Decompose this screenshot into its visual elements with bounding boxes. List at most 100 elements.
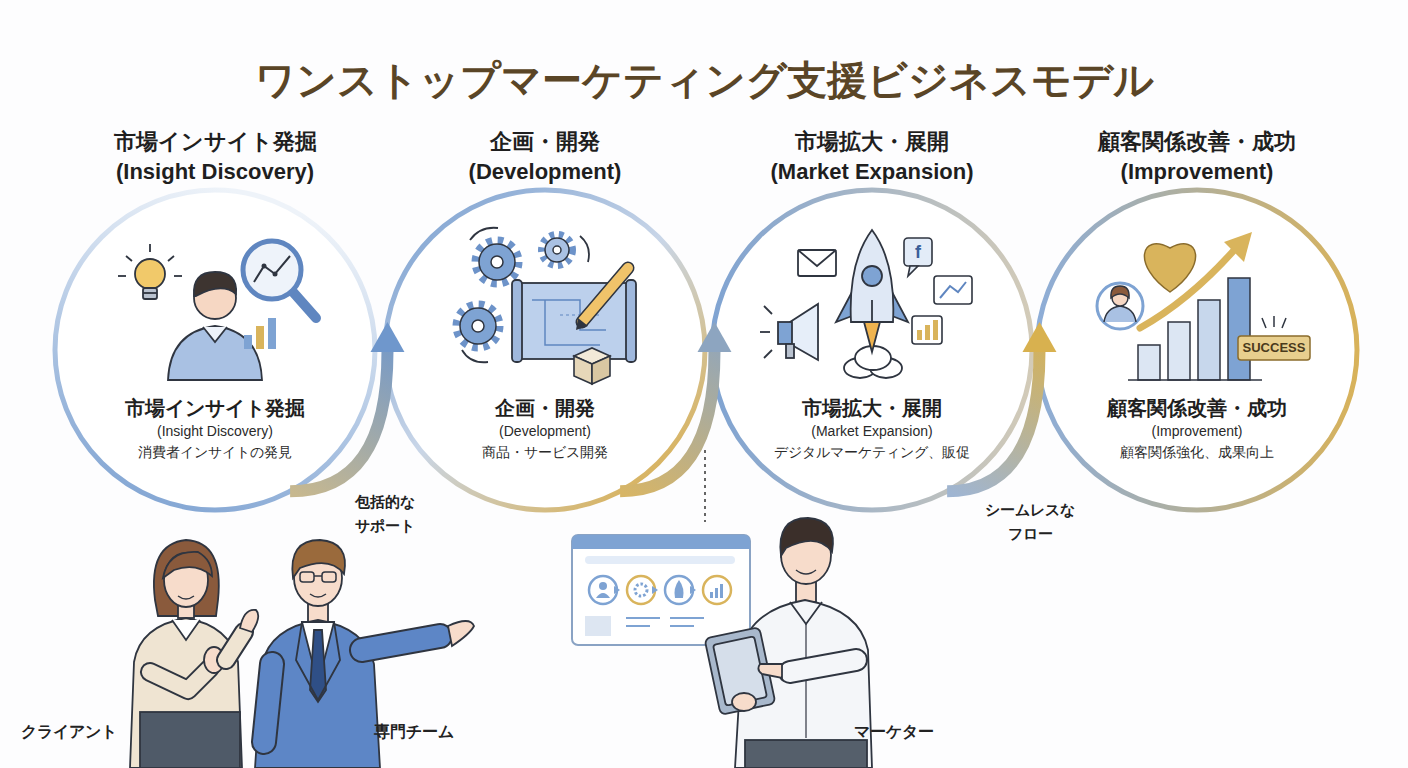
- client-figure-part: [154, 540, 219, 616]
- rocket-icon: [836, 230, 908, 378]
- expert-figure-part: [448, 621, 474, 646]
- chart-icon-part: [912, 316, 942, 344]
- blueprint-icon-part: [512, 280, 522, 362]
- success-tag-part: [1238, 336, 1310, 360]
- megaphone-icon-part: [764, 306, 772, 314]
- growth-arrow-part: [1140, 248, 1236, 328]
- social-icon: [904, 238, 932, 276]
- screen-board-part: [596, 593, 610, 598]
- pencil-icon-part: [582, 268, 628, 322]
- blueprint-icon-part: [626, 280, 636, 362]
- megaphone-icon-part: [786, 344, 794, 358]
- client-figure: [130, 540, 258, 768]
- marketer-figure-part: [790, 660, 856, 672]
- person-icon-part: [203, 327, 227, 342]
- magnifier-icon-part: [293, 292, 316, 318]
- magnifier-icon: [243, 241, 316, 349]
- expert-figure-part: [300, 572, 314, 582]
- lightbulb-icon-part: [168, 256, 174, 261]
- arrow-head: [697, 322, 731, 352]
- lightbulb-icon-part: [143, 288, 157, 299]
- growth-bars-part: [1138, 345, 1160, 380]
- screen-board-part: [626, 625, 650, 627]
- screen-board-part: [670, 617, 704, 619]
- lightbulb-icon-part: [149, 244, 151, 252]
- screen-board-part: [589, 576, 617, 604]
- marketer-figure-part: [790, 602, 822, 624]
- client-figure-part: [172, 620, 200, 640]
- gear-icons-part: [462, 350, 488, 362]
- client-figure-part: [130, 618, 242, 768]
- rocket-icon-part: [851, 230, 894, 322]
- success-tag: [1238, 316, 1310, 360]
- blueprint-icon: [512, 280, 636, 362]
- flow-arrow: [620, 322, 731, 491]
- gear-icons-part: [553, 246, 561, 254]
- magnifier-icon-part: [256, 326, 264, 349]
- chart-icon-part: [940, 282, 966, 298]
- expert-figure-part: [318, 622, 340, 700]
- box-icon-part: [574, 356, 592, 384]
- annotation: シームレスな フロー: [975, 498, 1085, 546]
- role-caption: 専門チーム: [362, 721, 466, 743]
- marketer-figure-part: [732, 693, 756, 711]
- client-figure-part: [150, 668, 210, 690]
- magnifier-icon-part: [268, 318, 276, 349]
- chart-icon: [912, 276, 972, 344]
- growth-bars-part: [1128, 379, 1262, 381]
- person-icon-part: [194, 272, 236, 296]
- stage-subtitle: (Market Expansion): [709, 422, 1035, 440]
- megaphone-icon-part: [760, 331, 770, 333]
- stage-description: 商品・サービス開発: [382, 443, 708, 461]
- screen-board-part: [665, 576, 693, 604]
- avatar-icon: [1097, 283, 1143, 329]
- arrow-shaft: [620, 352, 714, 491]
- diagram-title: ワンストップマーケティング支援ビジネスモデル: [0, 55, 1408, 105]
- magnifier-icon-part: [254, 256, 290, 282]
- expert-figure-part: [264, 664, 272, 742]
- stage-subtitle: (Development): [382, 422, 708, 440]
- screen-board-part: [670, 625, 694, 627]
- gear-icons-part: [491, 256, 503, 268]
- pencil-icon: [576, 268, 628, 330]
- avatar-icon-part: [1104, 306, 1136, 322]
- heart-icon-part: [1144, 244, 1195, 292]
- gear-icons-part: [479, 244, 515, 280]
- circle-ring: [1037, 190, 1357, 510]
- marketer-figure-part: [780, 518, 833, 556]
- screen-board-part: [652, 586, 658, 594]
- chart-icon-part: [917, 330, 922, 340]
- screen-board-part: [585, 556, 735, 564]
- envelope-icon: [798, 250, 836, 276]
- rocket-icon-part: [836, 292, 852, 322]
- annotation: 包括的な サポート: [345, 490, 425, 538]
- screen-board-part: [715, 588, 718, 598]
- arrow-shaft: [290, 352, 387, 491]
- expert-figure-part: [362, 636, 440, 650]
- magnifier-icon-part: [243, 241, 301, 299]
- screen-board-part: [703, 576, 731, 604]
- stage-description: 顧客関係強化、成果向上: [1034, 443, 1360, 461]
- heart-icon: [1144, 244, 1195, 292]
- circle-ring: [55, 190, 375, 510]
- flow-arrow: [947, 322, 1056, 491]
- lightbulb-icon-part: [143, 292, 157, 294]
- client-figure-part: [150, 668, 210, 690]
- circle-outline: [1034, 187, 1360, 513]
- envelope-icon-part: [798, 250, 836, 276]
- screen-board-part: [627, 576, 655, 604]
- magnifier-icon-part: [273, 272, 278, 277]
- stage-subtitle: (Insight Discovery): [52, 422, 378, 440]
- growth-arrow-part: [1224, 232, 1252, 262]
- chart-icon-part: [925, 325, 930, 340]
- gear-icons-part: [545, 238, 569, 262]
- flow-arrow: [290, 322, 404, 491]
- marketer-figure: [705, 518, 872, 768]
- expert-figure-part: [264, 664, 272, 742]
- stage-circle: 顧客関係改善・成功 (Improvement)顧客関係改善・成功(Improve…: [1034, 187, 1360, 513]
- expert-figure-part: [362, 636, 440, 650]
- client-figure-part: [240, 610, 258, 632]
